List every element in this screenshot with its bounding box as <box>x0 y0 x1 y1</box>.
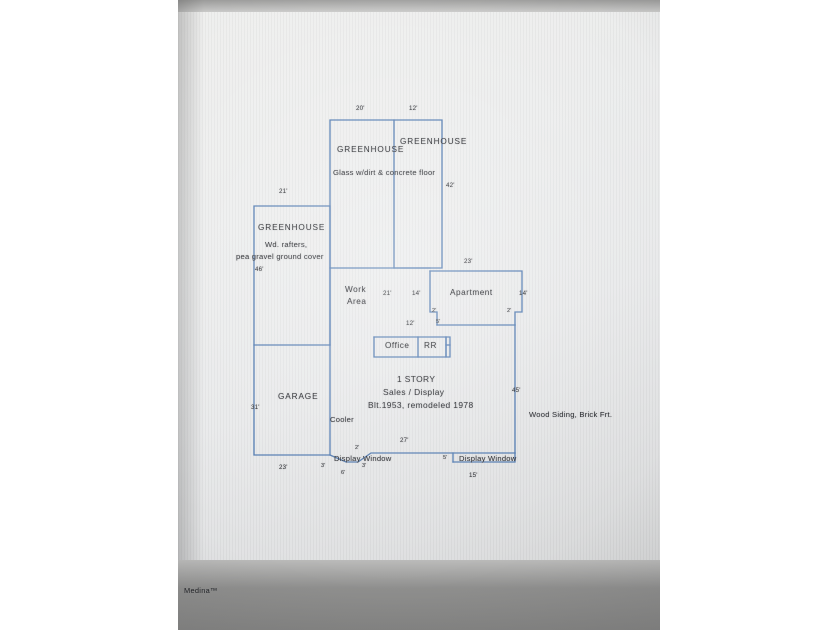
dim-display-left-step: 3' <box>362 463 367 469</box>
photo-left-shadow <box>178 0 204 630</box>
dim-apartment-jog-right: 2' <box>507 308 512 314</box>
apartment-outline-right <box>429 270 523 326</box>
room-label-garage: GARAGE <box>278 392 319 401</box>
room-label-work-area-line2: Area <box>347 297 367 306</box>
photographed-sketch-sheet: 20' 12' 42' GREENHOUSE GREENHOUSE Glass … <box>178 0 660 630</box>
room-label-greenhouse-left: GREENHOUSE <box>258 223 326 232</box>
annotation-built-remodeled: Blt.1953, remodeled 1978 <box>368 400 474 410</box>
room-label-greenhouse-top-right: GREENHOUSE <box>400 137 468 146</box>
room-label-apartment: Apartment <box>450 288 493 297</box>
dim-apartment-jog-left: 2' <box>432 308 437 314</box>
dim-greenhouse-left-width: 21' <box>279 188 288 195</box>
dim-display-right-step: 5' <box>443 455 448 461</box>
dim-apartment-top: 23' <box>464 258 473 265</box>
dim-display-left-rise: 2' <box>355 445 360 451</box>
dim-greenhouse-top-right-width: 12' <box>409 105 418 112</box>
note-greenhouse-left-gravel: pea gravel ground cover <box>236 252 324 261</box>
dim-main-front-width: 27' <box>400 437 409 444</box>
dim-apartment-right: 14' <box>519 290 528 297</box>
label-display-window-left: Display Window <box>334 454 392 463</box>
annotation-construction: Wood Siding, Brick Frt. <box>529 410 613 419</box>
rr-right-jamb <box>445 336 451 358</box>
note-greenhouse-top-floor: Glass w/dirt & concrete floor <box>333 168 436 177</box>
dim-garage-width: 23' <box>279 464 288 471</box>
dim-work-area-width: 21' <box>383 290 392 297</box>
dim-office-row-height: 5' <box>436 319 441 325</box>
photo-top-edge-band <box>178 0 660 12</box>
floor-plan-linework <box>253 119 523 463</box>
dim-work-apartment-gap: 14' <box>412 290 421 297</box>
garage-outline <box>253 344 331 456</box>
room-label-office: Office <box>385 341 410 350</box>
note-greenhouse-left-rafters: Wd. rafters, <box>265 240 308 249</box>
room-label-work-area-line1: Work <box>345 285 367 294</box>
dim-office-row-width: 12' <box>406 320 415 327</box>
photo-bottom-edge-band <box>178 560 660 630</box>
dim-cooler-step: 3' <box>321 463 326 469</box>
apartment-outline-left <box>429 270 438 326</box>
dim-greenhouse-top-left-width: 20' <box>356 105 365 112</box>
room-label-restroom: RR <box>424 341 437 350</box>
watermark: Medina™ <box>184 586 218 595</box>
annotation-use: Sales / Display <box>383 387 445 397</box>
dim-greenhouse-top-right-height: 42' <box>446 182 455 189</box>
annotation-story-count: 1 STORY <box>397 374 436 384</box>
dim-building-right-height: 45' <box>512 387 521 394</box>
front-wall-left-display <box>329 452 516 463</box>
dim-display-right-width: 15' <box>469 472 478 479</box>
room-label-greenhouse-top-left: GREENHOUSE <box>337 145 405 154</box>
room-label-cooler: Cooler <box>330 415 354 424</box>
dim-garage-height: 31' <box>251 404 260 411</box>
floor-plan-drawing: 20' 12' 42' GREENHOUSE GREENHOUSE Glass … <box>178 0 660 630</box>
front-wall-right-display-step <box>452 452 516 463</box>
dim-greenhouse-left-height: 46' <box>255 266 264 273</box>
label-display-window-right: Display Window <box>459 454 517 463</box>
dim-display-left-width: 6' <box>341 470 346 476</box>
